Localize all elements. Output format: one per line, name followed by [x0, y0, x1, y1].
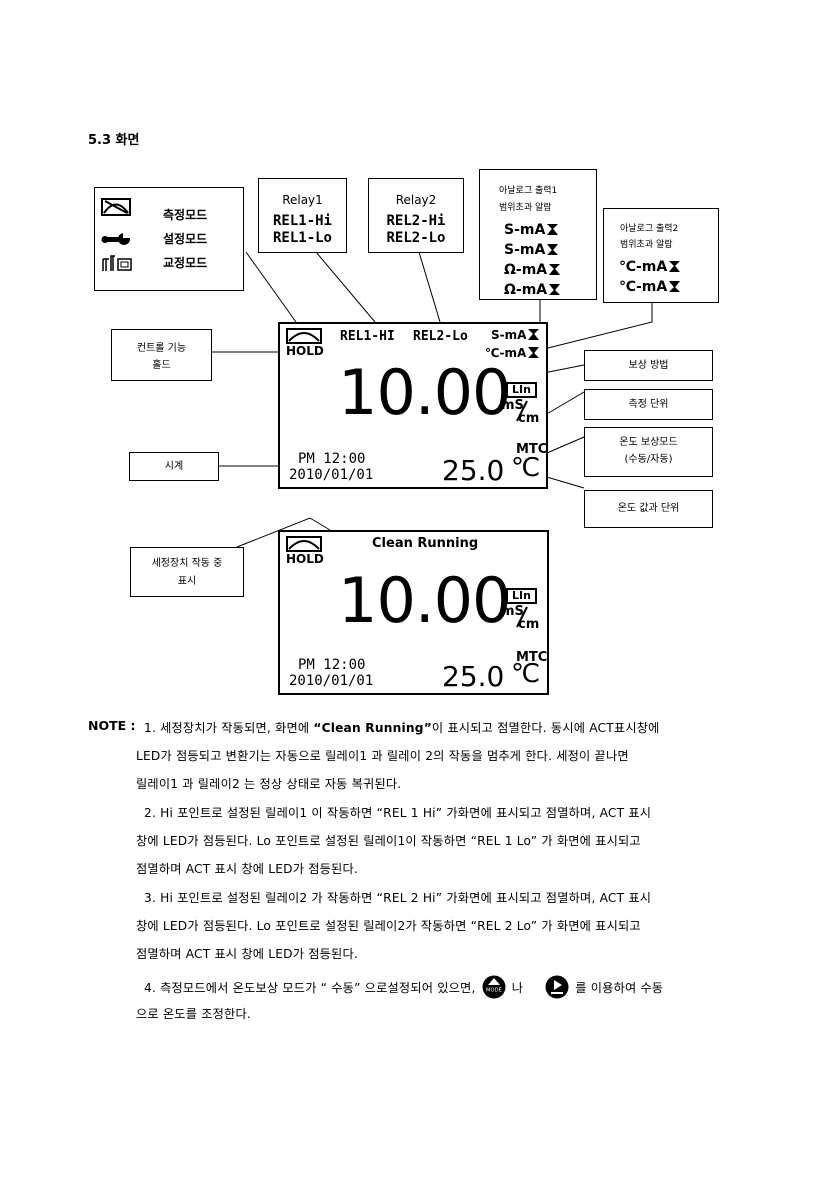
hold-indicator: HOLD — [286, 344, 324, 358]
mtc-indicator: MTC — [516, 442, 548, 457]
unit-top: mS — [501, 604, 524, 619]
unit-slash — [516, 606, 528, 628]
analog1-subtitle: 범위초과 알람 — [499, 203, 552, 213]
callout-meas-unit: 측정 단위 — [584, 389, 713, 420]
relay2-hi: REL2-Hi — [386, 213, 446, 229]
mtc-indicator: MTC — [516, 650, 548, 665]
hourglass-high-icon — [547, 224, 559, 235]
relay1-hi: REL1-Hi — [272, 213, 332, 229]
lcd-output2: ℃-mA — [485, 346, 540, 360]
hourglass-low-icon — [669, 281, 681, 292]
lcd-temp-unit: ℃ — [511, 453, 541, 483]
unit-bottom: cm — [518, 617, 540, 632]
note-1-line3: 릴레이1 과 릴레이2 는 정상 상태로 자동 복귀된다. — [136, 777, 402, 791]
unit-slash — [516, 400, 528, 422]
clean-running-status: Clean Running — [372, 536, 479, 551]
relay2-title: Relay2 — [395, 193, 437, 207]
note-3-line1: 3. Hi 포인트로 설정된 릴레이2 가 작동하면 “REL 2 Hi” 가화… — [144, 891, 652, 905]
hourglass-high-icon — [528, 329, 540, 340]
analog2-subtitle: 범위초과 알람 — [620, 240, 673, 250]
analog1-title: 아날로그 출력1 — [499, 186, 558, 196]
relay1-box: Relay1 REL1-Hi REL1-Lo — [258, 178, 347, 253]
lcd-temp-unit: ℃ — [511, 659, 541, 689]
note-3-line2: 창에 LED가 점등된다. Lo 포인트로 설정된 릴레이2가 작동하면 “RE… — [136, 919, 641, 933]
lcd-screen-main: HOLD REL1-HI REL2-Lo S-mA ℃-mA 10.00 LIn… — [278, 322, 548, 489]
lcd-time: PM 12:00 — [298, 451, 366, 467]
analog2-item: ℃-mA — [619, 277, 681, 297]
wrench-icon — [101, 232, 131, 245]
hourglass-high-icon — [549, 264, 561, 275]
relay1-lo: REL1-Lo — [272, 230, 332, 246]
analog1-item: Ω-mA — [504, 280, 561, 300]
measure-mode-icon — [286, 328, 322, 344]
relay2-box: Relay2 REL2-Hi REL2-Lo — [368, 178, 464, 253]
lcd-relay2: REL2-Lo — [413, 329, 468, 344]
play-button-icon — [545, 975, 569, 999]
analog1-item: S-mA — [504, 240, 560, 260]
note-label: NOTE : — [88, 718, 136, 733]
measure-mode-icon — [286, 536, 322, 552]
note-2-line2: 창에 LED가 점등된다. Lo 포인트로 설정된 릴레이1이 작동하면 “RE… — [136, 834, 641, 848]
analog2-box: 아날로그 출력2 범위초과 알람 ℃-mA ℃-mA — [603, 208, 719, 303]
hourglass-low-icon — [528, 347, 540, 358]
callout-clock: 시계 — [129, 452, 219, 481]
compensation-indicator: LIn — [506, 588, 537, 604]
lcd-relay1: REL1-HI — [340, 329, 395, 344]
note-1-line2: LED가 점등되고 변환기는 자동으로 릴레이1 과 릴레이 2의 작동을 멈추… — [136, 749, 629, 763]
analog1-item: S-mA — [504, 220, 560, 240]
hold-indicator: HOLD — [286, 552, 324, 566]
relay2-lo: REL2-Lo — [386, 230, 446, 246]
analog2-item: ℃-mA — [619, 257, 681, 277]
hourglass-low-icon — [549, 284, 561, 295]
note-4-line2: 으로 온도를 조정한다. — [136, 1007, 251, 1021]
callout-temp-value: 온도 값과 단위 — [584, 490, 713, 528]
unit-top: mS — [501, 398, 524, 413]
measure-mode-icon — [101, 198, 131, 216]
hourglass-high-icon — [669, 261, 681, 272]
legend-setup-label: 설정모드 — [163, 232, 208, 246]
callout-comp-method: 보상 방법 — [584, 350, 713, 381]
lcd-time: PM 12:00 — [298, 657, 366, 673]
lcd-date: 2010/01/01 — [289, 673, 374, 689]
lcd-date: 2010/01/01 — [289, 467, 374, 483]
analog2-title: 아날로그 출력2 — [620, 224, 679, 234]
analog1-box: 아날로그 출력1 범위초과 알람 S-mA S-mA Ω-mA Ω-mA — [479, 169, 597, 300]
lcd-temp: 25.0 — [442, 660, 505, 693]
callout-temp-mode: 온도 보상모드 (수동/자동) — [584, 427, 713, 477]
lcd-main-value: 10.00 — [338, 564, 511, 637]
svg-text:MODE: MODE — [486, 988, 502, 994]
note-2-line3: 점멸하며 ACT 표시 창에 LED가 점등된다. — [136, 862, 358, 876]
calibrate-mode-icon — [102, 255, 132, 271]
legend-measure-label: 측정모드 — [163, 208, 208, 222]
note-4-line1: 4. 측정모드에서 온도보상 모드가 “ 수동” 으로설정되어 있으면, MOD… — [144, 975, 663, 999]
lcd-temp: 25.0 — [442, 454, 505, 487]
note-2-line1: 2. Hi 포인트로 설정된 릴레이1 이 작동하면 “REL 1 Hi” 가화… — [144, 806, 652, 820]
lcd-main-value: 10.00 — [338, 356, 511, 429]
lcd-output1: S-mA — [491, 328, 540, 342]
callout-hold: 컨트롤 기능 홀드 — [111, 329, 212, 381]
note-3-line3: 점멸하며 ACT 표시 창에 LED가 점등된다. — [136, 947, 358, 961]
section-title: 5.3 화면 — [88, 133, 140, 148]
legend-calibrate-label: 교정모드 — [163, 256, 208, 270]
hourglass-low-icon — [547, 244, 559, 255]
analog1-item: Ω-mA — [504, 260, 561, 280]
lcd-screen-cleaning: HOLD Clean Running 10.00 LIn mS cm MTC P… — [278, 530, 549, 695]
mode-legend: 측정모드 설정모드 교정모드 — [94, 187, 244, 291]
connector-lines — [212, 251, 653, 548]
mode-up-button-icon: MODE — [482, 975, 506, 999]
relay1-title: Relay1 — [282, 193, 323, 207]
callout-clean: 세정장치 작동 중 표시 — [130, 547, 244, 597]
note-1-line1: 1. 세정장치가 작동되면, 화면에 “Clean Running”이 표시되고… — [144, 721, 660, 735]
compensation-indicator: LIn — [506, 382, 537, 398]
unit-bottom: cm — [518, 411, 540, 426]
